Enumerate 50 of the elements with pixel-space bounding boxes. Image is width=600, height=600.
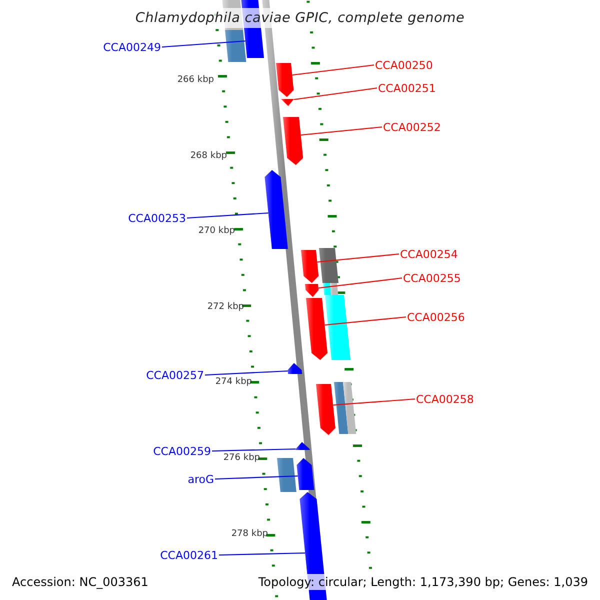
feature-bar [277,458,296,492]
leader-line [186,212,268,219]
gene-label: CCA00251 [378,82,436,94]
gene-block [276,63,294,97]
gene-label: CCA00258 [416,392,474,406]
gene-block [281,99,294,106]
feature-bar [225,30,246,62]
leader-line [204,370,288,376]
gene-label: CCA00249 [103,40,161,54]
gene-label: CCA00250 [375,58,433,72]
feature-bar [330,283,338,295]
gene-label: CCA00256 [407,310,465,324]
leader-line [318,277,402,289]
gene-label: CCA00253 [128,212,186,224]
gene-block [316,384,336,435]
scale-label: 268 kbp [190,150,227,162]
feature-bar [334,382,348,434]
gene-label: CCA00252 [383,120,441,134]
gene-block [283,117,304,165]
gene-block [288,363,302,374]
scale-label: 278 kbp [231,528,268,540]
leader-line [212,448,296,452]
gene-block [296,458,314,490]
gene-label: CCA00255 [403,272,461,284]
scale-label: 266 kbp [177,74,214,86]
leader-line [324,316,406,326]
footer-text: Topology: circular; Length: 1,173,390 bp; Genes: 1,039 [256,574,590,590]
scale-label: 272 kbp [207,302,244,312]
leader-line [292,64,374,76]
feature-bar [323,283,332,295]
scale-label: 270 kbp [198,226,235,236]
gene-label: CCA00261 [160,548,218,562]
leader-line [300,126,382,136]
leader-line [162,40,246,48]
scale-label: 274 kbp [215,376,252,388]
scale-label: 276 kbp [223,452,260,464]
leader-line [218,552,306,556]
feature-bar [343,382,356,434]
gene-label: CCA00254 [400,248,458,260]
leader-line [214,475,298,480]
leader-line [333,398,416,406]
gene-label: aroG [188,472,214,486]
leader-line [317,253,400,263]
feature-bar [319,248,338,283]
footer-text: Accession: NC_003361 [10,574,150,590]
gene-label: CCA00259 [153,444,211,458]
leader-line [294,87,378,100]
gene-label: CCA00257 [146,368,204,382]
gene-block [296,442,310,450]
gene-block [264,170,288,249]
